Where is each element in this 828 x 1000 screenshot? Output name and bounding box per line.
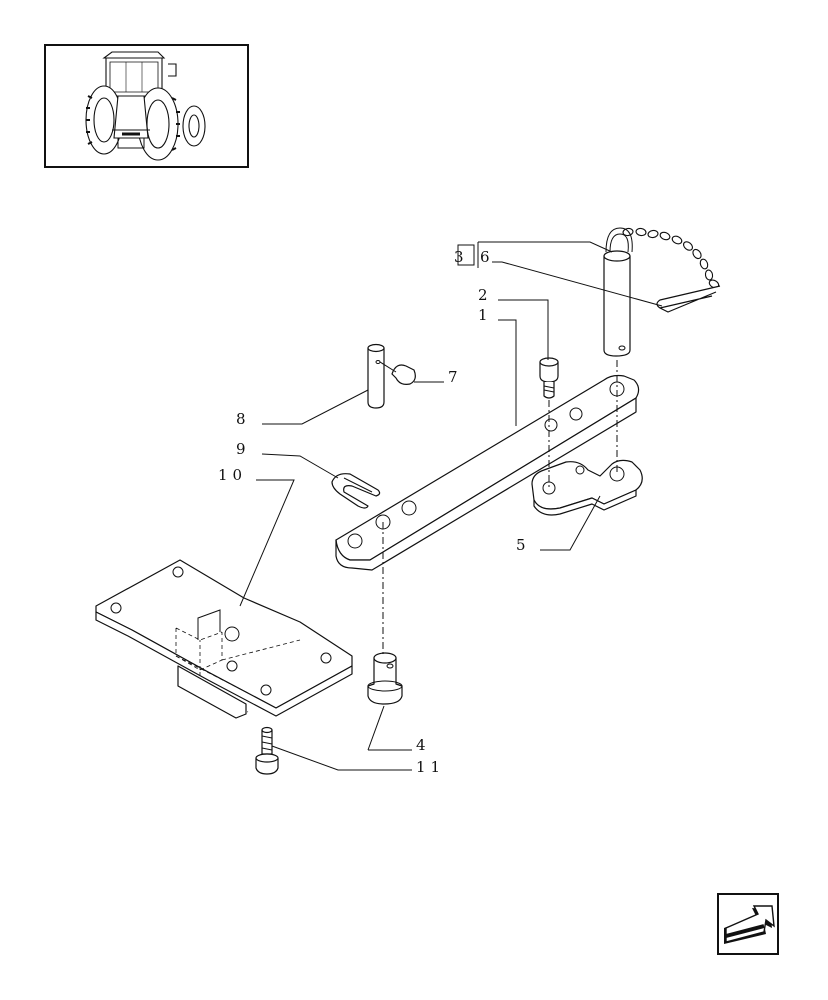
bolt-11 xyxy=(255,726,279,775)
callout-11[interactable]: 11 xyxy=(416,758,445,776)
leader-lines xyxy=(239,241,663,771)
tractor-rear-icon xyxy=(85,51,206,161)
pin-4 xyxy=(367,652,403,705)
clip-7 xyxy=(379,361,416,385)
pin-8 xyxy=(367,343,385,409)
callout-4[interactable]: 4 xyxy=(416,736,431,754)
callout-3[interactable]: 3 xyxy=(454,248,469,266)
callout-9[interactable]: 9 xyxy=(236,440,251,458)
callout-8[interactable]: 8 xyxy=(236,410,251,428)
callout-5[interactable]: 5 xyxy=(516,536,531,554)
tractor-thumbnail[interactable] xyxy=(44,44,249,168)
callout-3-box xyxy=(457,244,475,266)
chain-links xyxy=(622,227,720,289)
bolt-2 xyxy=(539,357,559,399)
assembly-lines xyxy=(382,360,618,656)
callout-7[interactable]: 7 xyxy=(448,368,463,386)
plate-10 xyxy=(95,559,353,719)
next-page-arrow-icon xyxy=(724,905,775,944)
callout-1[interactable]: 1 xyxy=(478,306,493,324)
drawbar-1 xyxy=(335,374,640,571)
callout-2[interactable]: 2 xyxy=(478,286,493,304)
next-page-button[interactable] xyxy=(717,893,779,955)
callout-6[interactable]: 6 xyxy=(480,248,495,266)
bracket-5 xyxy=(531,459,643,516)
r-clip-9 xyxy=(331,473,381,509)
pin-with-chain xyxy=(603,227,721,357)
callout-10[interactable]: 10 xyxy=(218,466,247,484)
